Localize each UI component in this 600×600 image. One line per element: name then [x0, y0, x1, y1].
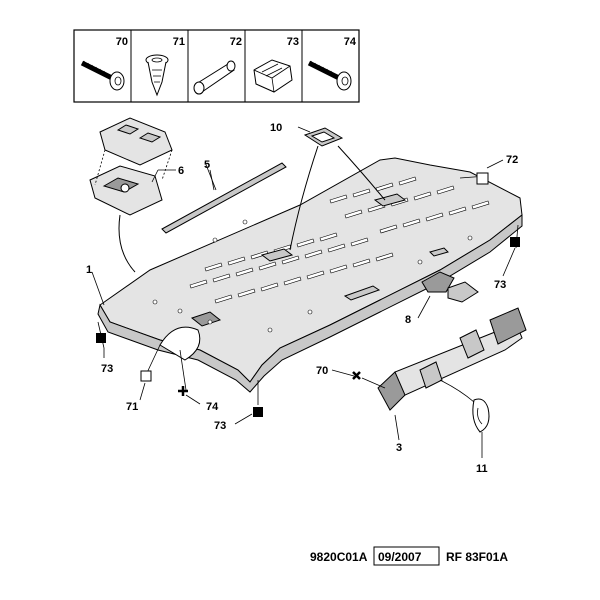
plug-clip-icon	[145, 54, 169, 97]
callout-72: 72	[506, 154, 518, 166]
callout-5: 5	[204, 159, 210, 171]
marker-plus	[178, 386, 188, 396]
kit-ref-72: 72	[230, 36, 242, 48]
marker-white-square	[476, 172, 489, 185]
screw-icon	[307, 60, 352, 91]
kit-ref-74: 74	[344, 36, 357, 48]
grab-handle	[377, 307, 527, 441]
callout-1: 1	[86, 264, 92, 276]
callout-3: 3	[396, 442, 402, 454]
callout-74: 74	[206, 401, 219, 413]
fastener-kit-strip: 70 71 72 73 74	[73, 29, 360, 103]
callout-70: 70	[316, 365, 328, 377]
marker-black-square	[253, 407, 263, 417]
callout-71: 71	[126, 401, 138, 413]
callout-labels: 1 3 5 6 8 10 11 70 71 72 73 73 73 74	[86, 122, 518, 475]
marker-cross	[352, 371, 361, 380]
kit-markers	[96, 172, 520, 417]
callout-73-right: 73	[494, 279, 506, 291]
screw-icon	[80, 60, 125, 91]
bracket-plate	[289, 126, 386, 251]
callout-73-left: 73	[101, 363, 113, 375]
callout-10: 10	[270, 122, 282, 134]
callout-6: 6	[178, 165, 184, 177]
kit-ref-71: 71	[173, 36, 185, 48]
callout-11: 11	[476, 463, 488, 475]
footer-date: 09/2007	[378, 550, 422, 564]
marker-black-square	[96, 333, 106, 343]
dome-lamp-assembly	[89, 117, 176, 273]
coat-hook	[417, 271, 479, 319]
marker-white-square	[140, 370, 152, 382]
headliner-panel	[97, 157, 523, 393]
kit-ref-73: 73	[287, 36, 299, 48]
handle-clip	[439, 379, 490, 458]
footer-ref: RF 83F01A	[446, 550, 508, 564]
marker-black-square	[510, 237, 520, 247]
retainer-block-icon	[253, 59, 293, 93]
callout-73-bottom: 73	[214, 420, 226, 432]
callout-8: 8	[405, 314, 411, 326]
footer-reference: 9820C01A 09/2007 RF 83F01A	[310, 546, 508, 566]
pin-icon	[193, 60, 236, 95]
footer-code: 9820C01A	[310, 550, 368, 564]
kit-ref-70: 70	[116, 36, 128, 48]
trim-strip	[161, 161, 287, 234]
